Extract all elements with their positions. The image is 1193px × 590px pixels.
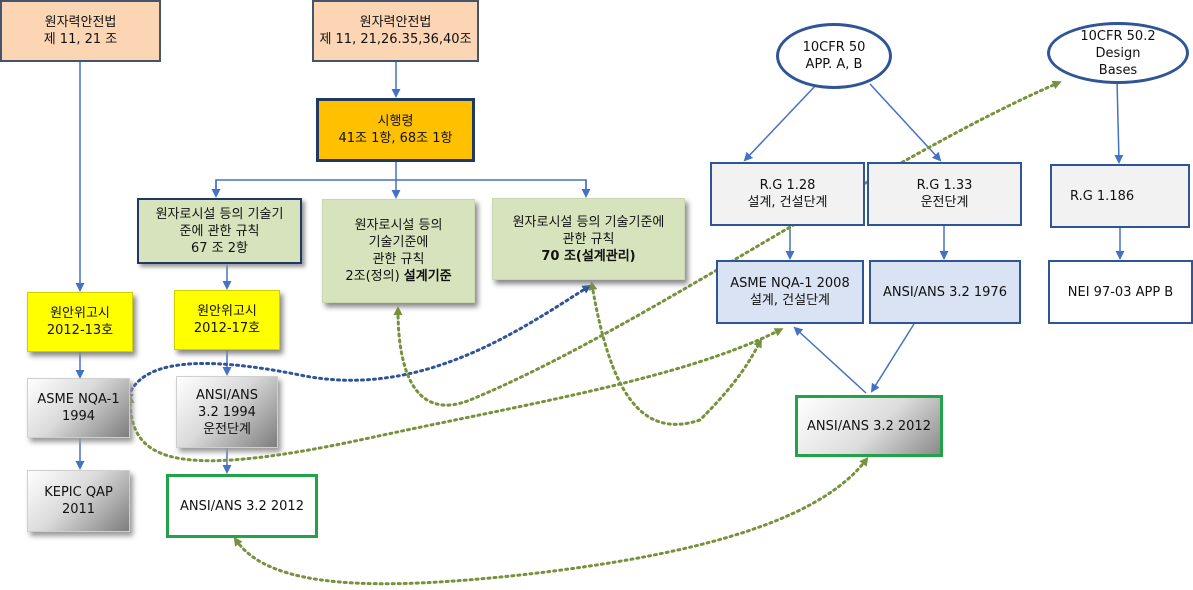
rule-2-bold: 설계기준 bbox=[403, 269, 452, 284]
node-nssc-notice-2012-17: 원안위고시 2012-17호 bbox=[174, 290, 280, 350]
node-ansi-ans-3-2-1976: ANSI/ANS 3.2 1976 bbox=[869, 260, 1021, 324]
node-ansi-ans-3-2-2012-right: ANSI/ANS 3.2 2012 bbox=[795, 395, 943, 457]
node-rg-1-28: R.G 1.28 설계, 건설단계 bbox=[710, 162, 865, 226]
node-rg-1-33: R.G 1.33 운전단계 bbox=[867, 162, 1022, 226]
dotted-link-rule2-cfr502 bbox=[393, 80, 1062, 407]
node-rule-70-design-control: 원자로시설 등의 기술기준에 관한 규칙 70 조(설계관리) bbox=[492, 198, 685, 280]
node-rule-67: 원자로시설 등의 기술기 준에 관한 규칙 67 조 2항 bbox=[137, 198, 302, 264]
arrow-cfr50-to-rg128 bbox=[743, 83, 818, 162]
node-10cfr50-2-design-bases: 10CFR 50.2 Design Bases bbox=[1047, 22, 1189, 84]
node-asme-nqa1-1994: ASME NQA-1 1994 bbox=[27, 378, 130, 438]
rule-70-bold: 70 조(설계관리) bbox=[541, 248, 636, 264]
dotted-link-nqa1994-nqa2008 bbox=[125, 328, 784, 463]
node-nuclear-safety-act-multi: 원자력안전법 제 11, 21,26.35,36,40조 bbox=[312, 0, 479, 62]
arrow-ans1976-to-ans2012r bbox=[870, 323, 915, 393]
arrow-cfr502-to-rg1186 bbox=[1114, 79, 1124, 164]
dotted-link-ans2012l-ans2012r bbox=[233, 456, 869, 586]
node-nssc-notice-2012-13: 원안위고시 2012-13호 bbox=[27, 292, 133, 352]
node-ansi-ans-3-2-1994: ANSI/ANS 3.2 1994 운전단계 bbox=[176, 376, 278, 448]
rule-70-text: 원자로시설 등의 기술기준에 관한 규칙 bbox=[512, 214, 665, 247]
node-rg-1-186: R.G 1.186 bbox=[1050, 164, 1190, 228]
node-nuclear-safety-act-11-21: 원자력안전법 제 11, 21 조 bbox=[0, 0, 161, 62]
node-asme-nqa1-2008: ASME NQA-1 2008 설계, 건설단계 bbox=[716, 260, 864, 324]
node-rule-2-design-basis: 원자로시설 등의 기술기준에 관한 규칙 2조(정의) 설계기준 bbox=[322, 199, 475, 303]
node-kepic-qap-2011: KEPIC QAP 2011 bbox=[27, 470, 130, 532]
node-10cfr50-app-ab: 10CFR 50 APP. A, B bbox=[776, 23, 892, 89]
dotted-link-rule70-nqa2008 bbox=[588, 281, 762, 426]
node-enforcement-decree: 시행령 41조 1항, 68조 1항 bbox=[316, 98, 475, 162]
rule-2-text: 원자로시설 등의 기술기준에 관한 규칙 2조(정의) bbox=[345, 218, 443, 284]
node-ansi-ans-3-2-2012-left: ANSI/ANS 3.2 2012 bbox=[166, 474, 318, 538]
node-nei-97-03-app-b: NEI 97-03 APP B bbox=[1048, 260, 1193, 324]
bracket-decree-rules bbox=[215, 179, 587, 196]
arrow-ans2012r-to-nqa2008 bbox=[793, 326, 867, 394]
